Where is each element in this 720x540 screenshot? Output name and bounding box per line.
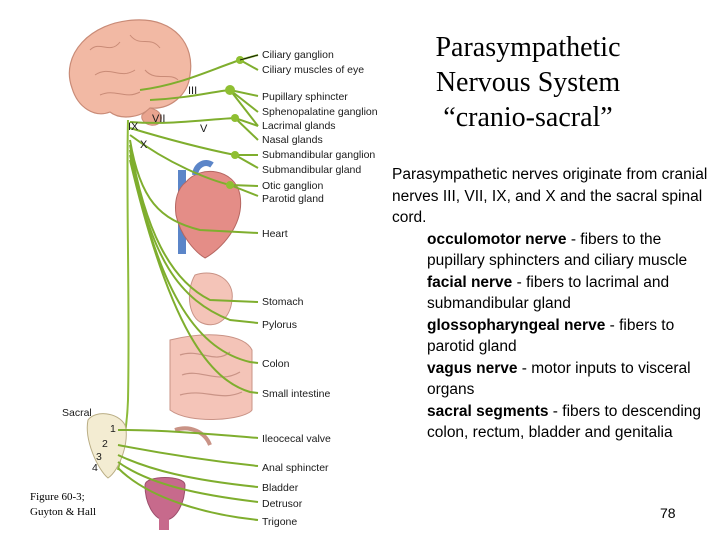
figure-caption: Figure 60-3; Guyton & Hall [30,490,96,520]
item-glossopharyngeal: glossopharyngeal nerve - fibers to parot… [427,315,712,358]
numeral-ix: IX [128,121,139,133]
label-anal-sphincter: Anal sphincter [262,462,329,474]
label-ciliary-muscles: Ciliary muscles of eye [262,64,364,76]
sacral-number-1: 1 [110,423,116,435]
label-sphenopalatine-ganglion: Sphenopalatine ganglion [262,106,378,118]
label-trigone: Trigone [262,516,297,528]
label-ciliary-ganglion: Ciliary ganglion [262,49,334,61]
item-desc: - fibers to the pupillary sphincters and… [427,230,688,270]
item-facial: facial nerve - fibers to lacrimal and su… [427,272,712,315]
caption-line-2: Guyton & Hall [30,506,96,518]
intro-text: Parasympathetic nerves originate from cr… [392,166,708,226]
title-line-3: “cranio-sacral” [443,102,613,133]
slide-title: Parasympathetic Nervous System “cranio-s… [398,30,658,135]
label-heart: Heart [262,228,288,240]
item-desc: - motor inputs to visceral organs [427,359,691,399]
ganglia [225,56,244,189]
title-line-2: Nervous System [435,67,621,98]
label-colon: Colon [262,358,290,370]
page-number: 78 [660,505,676,521]
spinal-cord [117,119,130,471]
nerve-lines [117,54,259,521]
item-desc: - fibers to parotid gland [427,316,675,356]
item-vagus: vagus nerve - motor inputs to visceral o… [427,358,712,401]
title-line-1: Parasympathetic [435,32,621,63]
label-submandibular-ganglion: Submandibular ganglion [262,149,375,161]
sacrum-illustration [86,413,127,479]
item-oculomotor: occulomotor nerve - fibers to the pupill… [427,229,712,272]
label-nasal-glands: Nasal glands [262,134,323,146]
item-term: glossopharyngeal nerve [427,316,606,334]
sacral-label: Sacral [62,407,92,419]
item-term: vagus nerve [427,359,518,377]
label-small-intestine: Small intestine [262,388,330,400]
gut-illustration [169,272,253,446]
numeral-iii: III [188,85,197,97]
caption-line-1: Figure 60-3; [30,491,85,503]
sacral-number-4: 4 [92,462,98,474]
label-lacrimal-glands: Lacrimal glands [262,120,336,132]
sacral-number-3: 3 [96,451,102,463]
sacral-number-2: 2 [102,438,108,450]
item-term: sacral segments [427,402,549,420]
numeral-x: X [140,139,148,151]
item-sacral: sacral segments - fibers to descending c… [427,401,712,444]
item-term: facial nerve [427,273,513,291]
label-otic-ganglion: Otic ganglion [262,180,323,192]
parasympathetic-diagram: III VII V IX X Sacral 1 2 3 4 Ciliary ga… [62,19,378,530]
numeral-v: V [200,123,208,135]
label-stomach: Stomach [262,296,304,308]
label-ileocecal-valve: Ileocecal valve [262,433,331,445]
label-pylorus: Pylorus [262,319,297,331]
brain-illustration [68,19,192,126]
label-detrusor: Detrusor [262,498,303,510]
item-desc: - fibers to descending colon, rectum, bl… [427,402,702,442]
item-term: occulomotor nerve [427,230,567,248]
slide-body: Parasympathetic nerves originate from cr… [392,164,712,444]
numeral-vii: VII [152,113,165,125]
label-submandibular-gland: Submandibular gland [262,164,361,176]
leader-lines [239,54,259,61]
item-desc: - fibers to lacrimal and submandibular g… [427,273,670,313]
label-bladder: Bladder [262,482,299,494]
label-pupillary-sphincter: Pupillary sphincter [262,91,348,103]
label-parotid-gland: Parotid gland [262,193,324,205]
